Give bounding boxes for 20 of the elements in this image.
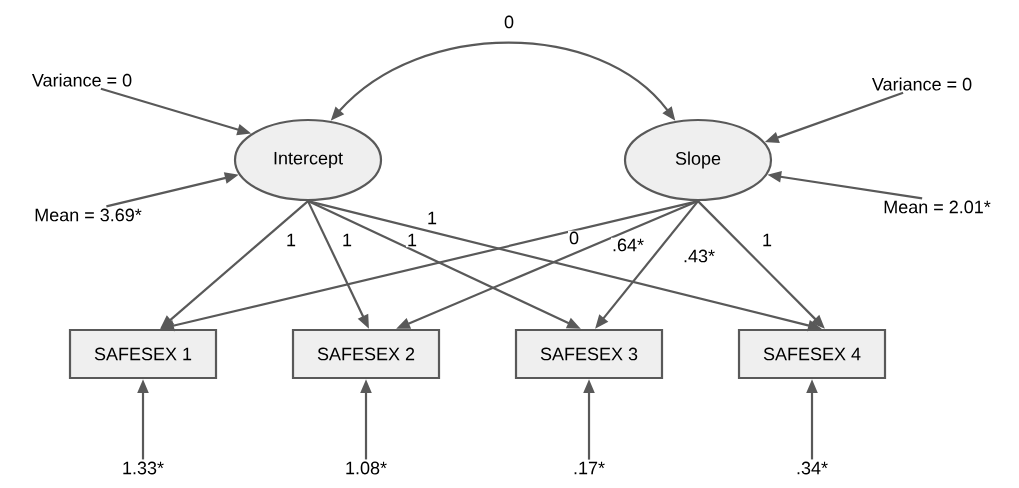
indicator-box: SAFESEX 4 <box>737 328 887 380</box>
edge-label: 1 <box>406 232 418 248</box>
residual-value: .34* <box>797 461 828 475</box>
edge-label: 1 <box>341 232 353 248</box>
edge-label: 1 <box>426 210 438 226</box>
indicator-box: SAFESEX 3 <box>514 328 664 380</box>
parameter-text: Mean = 2.01* <box>884 200 991 214</box>
edge-label: .64* <box>611 237 645 253</box>
residual-value: .17* <box>574 461 605 475</box>
edge-label: 1 <box>285 232 297 248</box>
parameter-text: Variance = 0 <box>871 77 972 91</box>
edge-label: 0 <box>503 14 515 30</box>
parameter-text: Variance = 0 <box>31 73 132 87</box>
edge-label: .43* <box>682 248 716 264</box>
residual-value: 1.33* <box>123 461 164 475</box>
edge-label: 1 <box>761 232 773 248</box>
parameter-text: Mean = 3.69* <box>35 208 142 222</box>
residual-value: 1.08* <box>346 461 387 475</box>
indicator-box: SAFESEX 2 <box>291 328 441 380</box>
indicator-box: SAFESEX 1 <box>68 328 218 380</box>
